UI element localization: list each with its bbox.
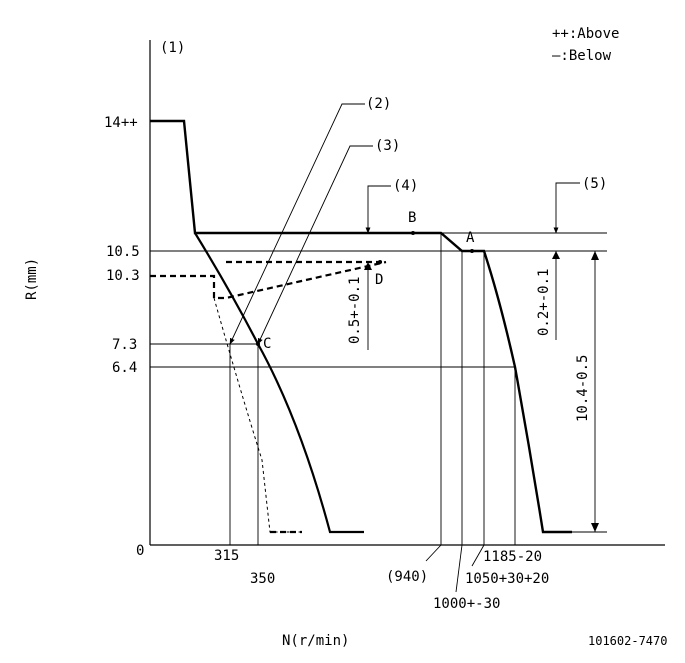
x-tick-350: 350 bbox=[250, 571, 275, 587]
dim-right-arrow-top bbox=[591, 251, 599, 260]
x-tick-1000-leader bbox=[455, 544, 463, 593]
legend-below: —:Below bbox=[552, 48, 612, 64]
callout-2-leader bbox=[229, 103, 365, 345]
x-tick-1050-leader bbox=[471, 544, 485, 567]
dim-4-label: 0.5+-0.1 bbox=[347, 277, 363, 344]
point-c-label: C bbox=[263, 336, 271, 352]
x-axis-label: N(r/min) bbox=[282, 633, 349, 649]
dim-right-arrow-bottom bbox=[591, 523, 599, 532]
point-b-dot bbox=[411, 231, 415, 235]
y-tick-7-3: 7.3 bbox=[112, 337, 137, 353]
point-b-label: B bbox=[408, 210, 416, 226]
y-tick-10-3: 10.3 bbox=[106, 268, 140, 284]
fine-dashed-droop bbox=[213, 297, 300, 533]
callout-4: (4) bbox=[393, 178, 418, 194]
dim-5-label: 0.2+-0.1 bbox=[536, 269, 552, 336]
point-c-dot bbox=[256, 342, 260, 346]
x-tick-1185: 1185-20 bbox=[483, 549, 542, 565]
callout-3: (3) bbox=[375, 138, 400, 154]
callout-5: (5) bbox=[582, 176, 607, 192]
x-tick-940-leader bbox=[425, 544, 442, 562]
y-tick-6-4: 6.4 bbox=[112, 360, 137, 376]
callout-2: (2) bbox=[366, 96, 391, 112]
point-d-dot bbox=[378, 260, 382, 264]
callout-5-leader bbox=[553, 182, 580, 234]
point-d-label: D bbox=[375, 272, 383, 288]
dim-5-arrow bbox=[552, 251, 560, 259]
point-a-label: A bbox=[466, 230, 475, 246]
y-tick-14: 14++ bbox=[104, 115, 138, 131]
callout-4-leader bbox=[365, 185, 391, 234]
point-a-dot bbox=[470, 249, 474, 253]
y-axis-label: R(mm) bbox=[24, 258, 40, 300]
legend-above: ++:Above bbox=[552, 26, 619, 42]
document-id: 101602-7470 bbox=[588, 634, 667, 648]
dim-right-label: 10.4-0.5 bbox=[575, 355, 591, 422]
dim-4-arrow bbox=[364, 262, 372, 270]
x-tick-1000: 1000+-30 bbox=[433, 596, 500, 612]
callout-3-leader bbox=[257, 145, 373, 345]
x-tick-940: (940) bbox=[386, 569, 428, 585]
descending-curve bbox=[194, 232, 364, 534]
x-tick-315: 315 bbox=[214, 548, 239, 564]
x-tick-1050: 1050+30+20 bbox=[465, 571, 549, 587]
y-tick-10-5: 10.5 bbox=[106, 244, 140, 260]
origin-label: 0 bbox=[136, 543, 144, 559]
main-curve bbox=[150, 119, 572, 534]
callout-1: (1) bbox=[160, 40, 185, 56]
